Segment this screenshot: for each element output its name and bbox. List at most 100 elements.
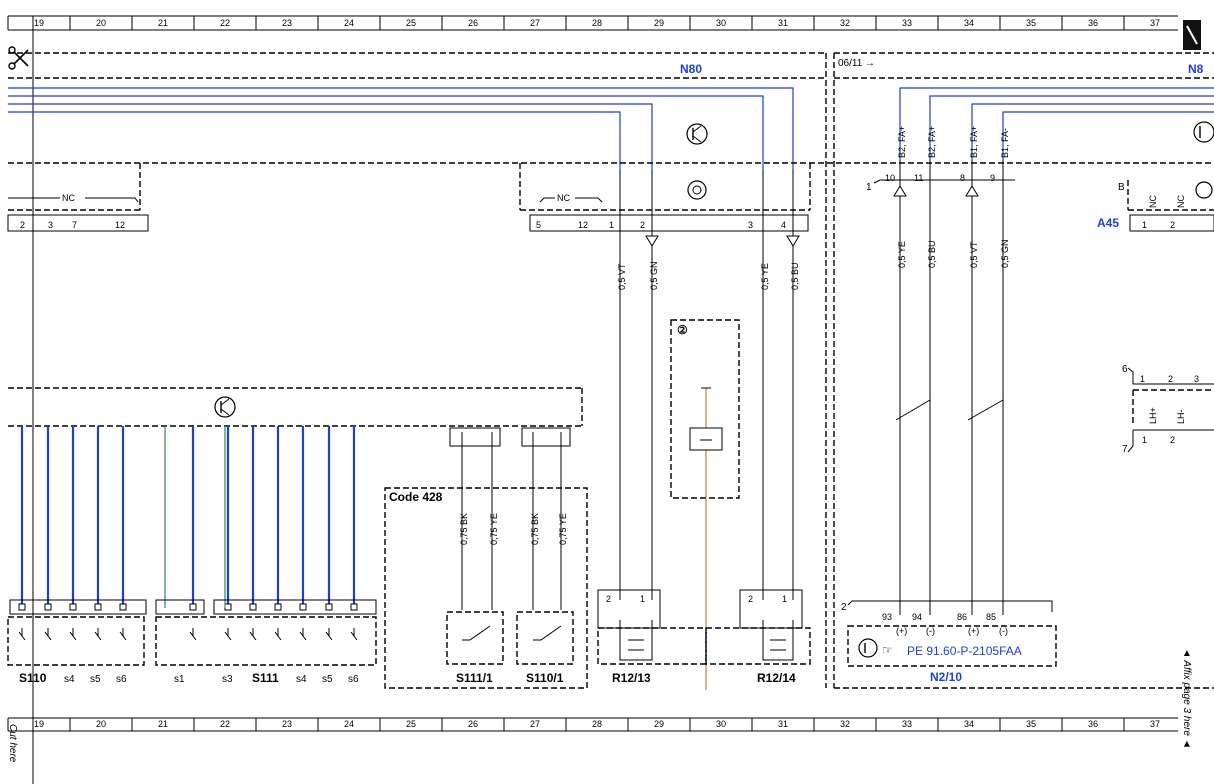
transistor-icon [858, 638, 878, 658]
column-number: 36 [1088, 719, 1098, 729]
column-number: 28 [592, 18, 602, 28]
signal-label: NC [1148, 195, 1158, 208]
signal-label: NC [1176, 195, 1186, 208]
switch-pin [18, 603, 26, 611]
switch-contact [94, 628, 102, 641]
pin-label: 1 [1140, 374, 1145, 384]
n2-10-unit: 2 93 94 86 85 (+) (-) (+) (-) ☞ PE 91.60… [841, 600, 1057, 684]
switch-contact [119, 628, 127, 641]
column-number: 30 [716, 719, 726, 729]
switch-pin [44, 603, 52, 611]
switch-connector [155, 599, 205, 615]
switch-pin [325, 603, 333, 611]
column-number: 34 [964, 18, 974, 28]
mid-wires [619, 170, 800, 600]
switch-label: s1 [174, 674, 185, 685]
switch-label: s5 [90, 674, 101, 685]
switch-pin [94, 603, 102, 611]
wire-label: 0,5 GN [649, 261, 659, 290]
wire-label: 0,5 YE [897, 241, 907, 268]
column-number: 27 [530, 18, 540, 28]
left-connector: NC 2 3 7 12 [7, 163, 149, 232]
a45-connector: B NC NC 1 2 A45 [1097, 180, 1214, 232]
column-number: 19 [34, 18, 44, 28]
signal-label: B1, FA+ [969, 126, 979, 158]
r12-13-box: 2 1 [597, 589, 707, 665]
signal-label: B2, FA+ [927, 126, 937, 158]
column-number: 31 [778, 18, 788, 28]
switch-contact [274, 628, 282, 641]
column-number: 26 [468, 18, 478, 28]
n80-module-frame [8, 52, 827, 688]
r12-14-label: R12/14 [757, 671, 796, 685]
switch-label: s3 [222, 674, 233, 685]
s111-frame [155, 616, 377, 666]
s110-1-label: S110/1 [526, 671, 564, 685]
column-number: 21 [158, 18, 168, 28]
n8-cut-label: N8 [1188, 62, 1204, 76]
pin-label: 2 [640, 220, 645, 230]
n80-label: N80 [680, 62, 702, 76]
switch-pin [189, 603, 197, 611]
right-connector-1: 1 10 11 8 9 B2, FA+ B2, FA+ B1, FA+ B1, … [866, 126, 1015, 193]
column-number: 25 [406, 719, 416, 729]
column-number: 29 [654, 18, 664, 28]
affix-note: ◄ Affix page 3 here ◄ [1181, 648, 1192, 749]
wire-label: 0,5 VT [969, 241, 979, 268]
column-number: 30 [716, 18, 726, 28]
mid-wire-labels: 0,5 VT 0,5 GN 0,5 YE 0,5 BU [617, 261, 800, 290]
column-number: 24 [344, 18, 354, 28]
pin-label: 94 [912, 612, 922, 622]
switch-label: s6 [116, 674, 127, 685]
pe-reference-link[interactable]: PE 91.60-P-2105FAA [907, 644, 1022, 658]
pin-label: 8 [960, 173, 965, 183]
pin-label: 5 [536, 220, 541, 230]
switch-contact [18, 628, 26, 641]
s111-label: S111 [252, 671, 279, 685]
sign-label: (-) [999, 626, 1008, 636]
nc-label: NC [62, 193, 75, 203]
pin-label: 4 [781, 220, 786, 230]
pin-label: 2 [20, 220, 25, 230]
switch-contact [189, 628, 197, 641]
svg-text:☞: ☞ [882, 643, 893, 657]
column-number: 22 [220, 719, 230, 729]
column-number: 23 [282, 18, 292, 28]
column-number: 35 [1026, 18, 1036, 28]
column-number: 22 [220, 18, 230, 28]
column-number: 26 [468, 719, 478, 729]
connector-label: 2 [841, 602, 847, 613]
pin-label: 85 [986, 612, 996, 622]
blue-bus-lines [8, 87, 1214, 170]
a45-label: A45 [1097, 216, 1119, 230]
switch-pin [249, 603, 257, 611]
page-marker-icon [1183, 20, 1201, 50]
pointing-hand-icon: ☞ [882, 643, 893, 657]
switch-contact [350, 628, 358, 641]
transistor-icon [214, 396, 236, 418]
sign-label: (+) [896, 626, 907, 636]
wire-label: 0,5 GN [1000, 239, 1010, 268]
signal-label: B2, FA+ [897, 126, 907, 158]
wire-label: 0,75 YE [489, 513, 499, 545]
column-number: 19 [34, 719, 44, 729]
spiral-icon [687, 180, 707, 200]
s111-1-label: S111/1 [456, 671, 493, 685]
column-number: 36 [1088, 18, 1098, 28]
column-number: 34 [964, 719, 974, 729]
right-wire-labels: 0,5 YE 0,5 BU 0,5 VT 0,5 GN [897, 239, 1010, 268]
nc-label: NC [557, 193, 570, 203]
pin-label: 2 [1168, 374, 1173, 384]
switch-contact [44, 628, 52, 641]
wire-label: 0,5 BU [927, 240, 937, 268]
pin-label: 86 [957, 612, 967, 622]
scissors-icon [8, 46, 29, 70]
column-number: 20 [96, 719, 106, 729]
wire-label: 0,75 BK [530, 513, 540, 545]
pin-label: 3 [48, 220, 53, 230]
connector-label: 6 [1122, 364, 1128, 375]
switch-label: s6 [348, 674, 359, 685]
code-label: Code 428 [389, 490, 443, 504]
code-428-box: Code 428 0,75 BK 0,75 YE 0,75 BK 0,75 YE [384, 427, 588, 689]
